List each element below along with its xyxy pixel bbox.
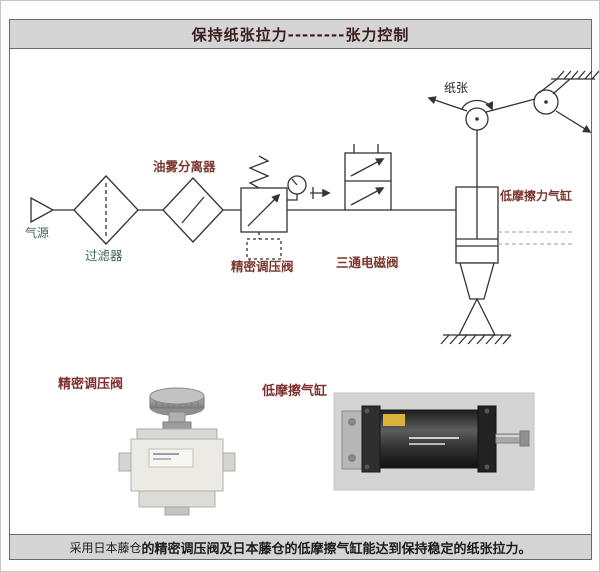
solenoid-valve-label: 三通电磁阀 xyxy=(336,255,399,270)
paper-path xyxy=(427,70,599,133)
filter-symbol xyxy=(73,175,139,245)
regulator-photo xyxy=(118,387,236,516)
rotation-arrow-icon xyxy=(461,99,494,111)
oil-mist-separator-symbol xyxy=(162,177,224,243)
cylinder-photo-caption: 低摩擦气缸 xyxy=(262,384,328,399)
footer-text-prefix: 采用日本藤仓 xyxy=(69,540,142,555)
low-friction-cylinder-label: 低摩擦力气缸 xyxy=(499,188,572,203)
spring-icon xyxy=(248,155,270,189)
flow-arrow-symbol xyxy=(310,187,331,199)
cylinder-symbol xyxy=(440,130,573,345)
air-source-label: 气源 xyxy=(25,225,49,240)
oil-mist-separator-label: 油雾分离器 xyxy=(153,159,216,174)
precision-regulator-symbol xyxy=(240,155,307,260)
schematic xyxy=(30,70,599,345)
footer-text-main: 的精密调压阀及日本藤仓的低摩擦气缸能达到保持稳定的纸张拉力。 xyxy=(141,541,532,557)
cylinder-photo xyxy=(333,392,535,491)
precision-regulator-label: 精密调压阀 xyxy=(231,259,294,274)
filter-label: 过滤器 xyxy=(85,248,123,263)
dashed-guides xyxy=(498,231,573,245)
title-bar: 保持纸张拉力--------张力控制 xyxy=(10,20,591,49)
regulator-photo-caption: 精密调压阀 xyxy=(58,377,124,392)
page-title: 保持纸张拉力--------张力控制 xyxy=(191,25,410,44)
ground-hatch xyxy=(440,334,512,345)
paper-label: 纸张 xyxy=(444,81,468,95)
footer-bar: 采用日本藤仓的精密调压阀及日本藤仓的低摩擦气缸能达到保持稳定的纸张拉力。 xyxy=(10,534,591,559)
solenoid-valve-symbol xyxy=(344,144,392,211)
air-source-symbol xyxy=(30,196,55,224)
wall-hatch xyxy=(556,70,599,80)
